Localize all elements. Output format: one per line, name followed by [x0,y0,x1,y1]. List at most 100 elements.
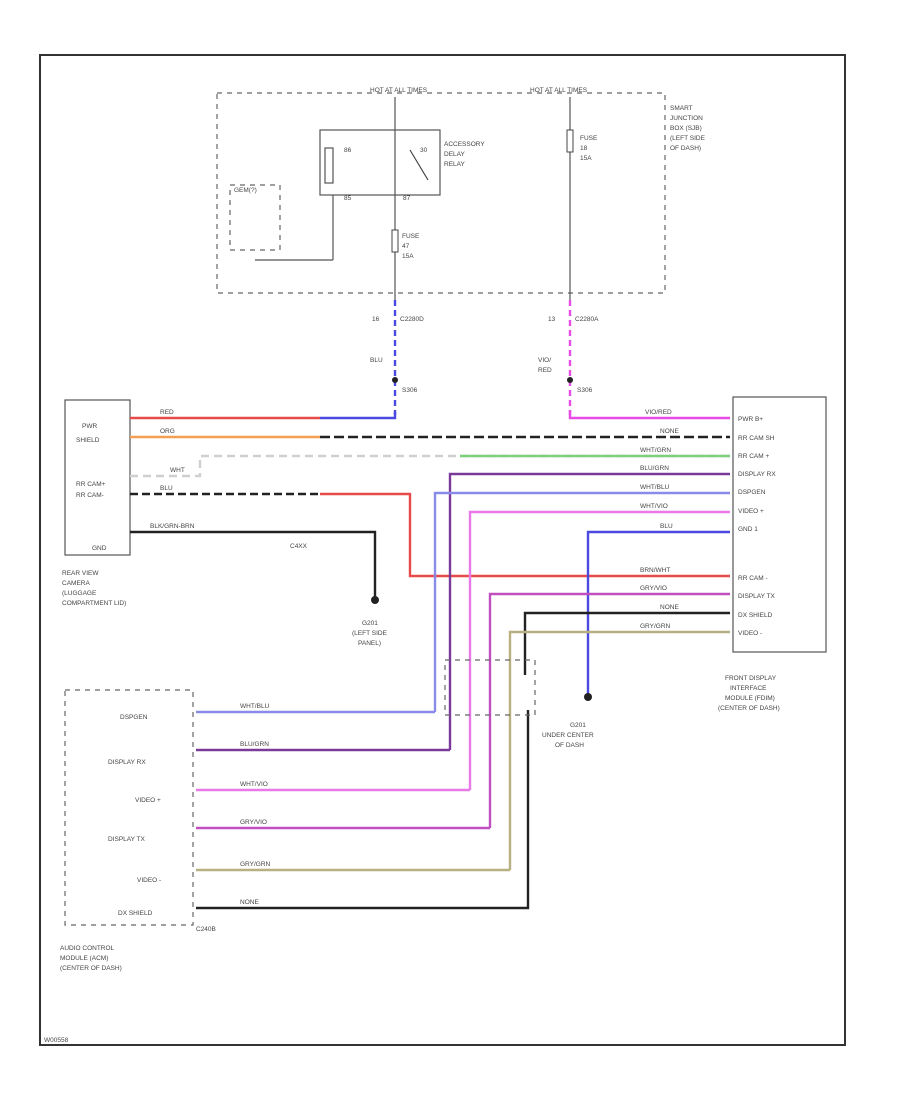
sjb-hot-label-1: HOT AT ALL TIMES [370,87,428,94]
wire-fdim-vidm [508,630,730,870]
svg-text:FUSE: FUSE [402,233,420,240]
wire-label-fd-vidm: GRY/GRN [640,623,671,630]
c4xx-label: C4XX [290,543,308,550]
svg-text:ACCESSORY: ACCESSORY [444,141,485,148]
svg-text:OF DASH: OF DASH [555,742,584,749]
wire-label-acm-tx: GRY/VIO [240,819,267,826]
wire-fdim-dsp [433,491,730,712]
svg-text:PANEL): PANEL) [358,640,381,647]
wire-cam-minus-red [320,492,730,578]
wire-fdim-tx [488,592,730,828]
svg-text:DX SHIELD: DX SHIELD [738,612,773,619]
svg-text:REAR VIEW: REAR VIEW [62,570,99,577]
svg-text:VIDEO +: VIDEO + [738,508,764,515]
svg-text:GND 1: GND 1 [738,526,758,533]
svg-text:VIDEO +: VIDEO + [135,797,161,804]
wire-label-blu: BLU [160,485,173,492]
relay-pin-86: 86 [344,147,352,154]
relay-pin-85: 85 [344,195,352,202]
g201-left-ground [371,596,379,604]
fdim-pin-labels: PWR B+ RR CAM SH RR CAM + DISPLAY RX DSP… [738,416,776,637]
figure-code: W00558 [44,1037,69,1044]
camera-name: REAR VIEW CAMERA (LUGGAGE COMPARTMENT LI… [62,570,126,607]
svg-text:BOX (SJB): BOX (SJB) [670,125,702,132]
wire-label-fd-dxsh: NONE [660,604,679,611]
pin-13-label: 13 [548,316,556,323]
accessory-delay-relay [319,129,441,196]
rear-view-camera [64,399,131,556]
fdim-module [732,396,827,653]
wire-label-acm-rx: BLU/GRN [240,741,269,748]
svg-text:FUSE: FUSE [580,135,598,142]
svg-text:18: 18 [580,145,588,152]
s306-right-splice [567,377,573,383]
wire-label-red: RED [160,409,174,416]
svg-text:RR CAM -: RR CAM - [738,575,768,582]
wire-fdim-dxsh [523,611,730,675]
diagram-frame [39,54,846,1046]
wire-fdim-pwr [568,410,730,420]
wire-label-fd-dsp: WHT/BLU [640,484,670,491]
svg-text:DISPLAY RX: DISPLAY RX [738,471,776,478]
svg-text:RR CAM-: RR CAM- [76,492,104,499]
svg-text:VIDEO -: VIDEO - [137,877,161,884]
relay-coil [324,147,334,184]
svg-text:RR CAM +: RR CAM + [738,453,769,460]
twisted-pair-shield [444,659,536,716]
svg-text:RELAY: RELAY [444,161,465,168]
wire-label-fd-cam: WHT/GRN [640,447,671,454]
svg-text:SHIELD: SHIELD [76,437,100,444]
wire-label-acm-vidm: GRY/GRN [240,861,271,868]
svg-text:DISPLAY TX: DISPLAY TX [738,593,776,600]
svg-text:CAMERA: CAMERA [62,580,90,587]
sjb-outline [216,92,666,294]
wire-label-acm-dsp: WHT/BLU [240,703,270,710]
fuse-18-label: FUSE 18 15A [580,135,598,162]
svg-text:RR CAM SH: RR CAM SH [738,435,775,442]
blu-label: BLU [370,357,383,364]
svg-text:(LEFT SIDE: (LEFT SIDE [352,630,388,637]
wire-label-fd-rx: BLU/GRN [640,465,669,472]
wire-fdim-rx [448,472,730,750]
s306-left-label: S306 [402,387,418,394]
svg-text:GND: GND [92,545,107,552]
svg-text:COMPARTMENT LID): COMPARTMENT LID) [62,600,126,607]
g201-center-ground [584,693,592,701]
c2280a-label: C2280A [575,316,599,323]
wire-label-acm-dxsh: NONE [240,899,259,906]
s306-right-label: S306 [577,387,593,394]
g201-center-label: G201 UNDER CENTER OF DASH [542,722,594,749]
svg-text:15A: 15A [402,253,414,260]
pin-16-label: 16 [372,316,380,323]
fuse-47-label: FUSE 47 15A [402,233,420,260]
camera-pin-labels: PWR SHIELD RR CAM+ RR CAM- GND [76,423,107,552]
wire-label-fd-tx: GRY/VIO [640,585,667,592]
wire-fdim-gnd [586,530,730,695]
svg-text:RR CAM+: RR CAM+ [76,481,106,488]
svg-text:47: 47 [402,243,410,250]
c2280d-label: C2280D [400,316,424,323]
svg-text:MODULE (FDIM): MODULE (FDIM) [725,695,775,702]
svg-text:DISPLAY TX: DISPLAY TX [108,836,146,843]
relay-switch [409,149,429,181]
svg-text:AUDIO CONTROL: AUDIO CONTROL [60,945,115,952]
acm-pin-labels: DSPGEN DISPLAY RX VIDEO + DISPLAY TX VID… [108,714,161,917]
acm-connector: C240B [196,926,216,933]
svg-text:FRONT DISPLAY: FRONT DISPLAY [725,675,777,682]
svg-text:PWR: PWR [82,423,97,430]
vio-label: VIO/ [538,357,551,364]
g201-left-label: G201 (LEFT SIDE PANEL) [352,620,388,647]
fdim-name: FRONT DISPLAY INTERFACE MODULE (FDIM) (C… [718,675,780,712]
wire-label-fd-cam-minus: BRN/WHT [640,567,670,574]
svg-text:MODULE (ACM): MODULE (ACM) [60,955,108,962]
red-label: RED [538,367,552,374]
svg-text:VIDEO -: VIDEO - [738,630,762,637]
wire-label-wht: WHT [170,467,185,474]
svg-text:(CENTER OF DASH): (CENTER OF DASH) [718,705,780,712]
relay-pin-87: 87 [403,195,411,202]
svg-text:DELAY: DELAY [444,151,465,158]
wire-label-gnd: BLK/GRN-BRN [150,523,195,530]
svg-text:DSPGEN: DSPGEN [738,489,766,496]
wire-label-acm-vid: WHT/VIO [240,781,268,788]
